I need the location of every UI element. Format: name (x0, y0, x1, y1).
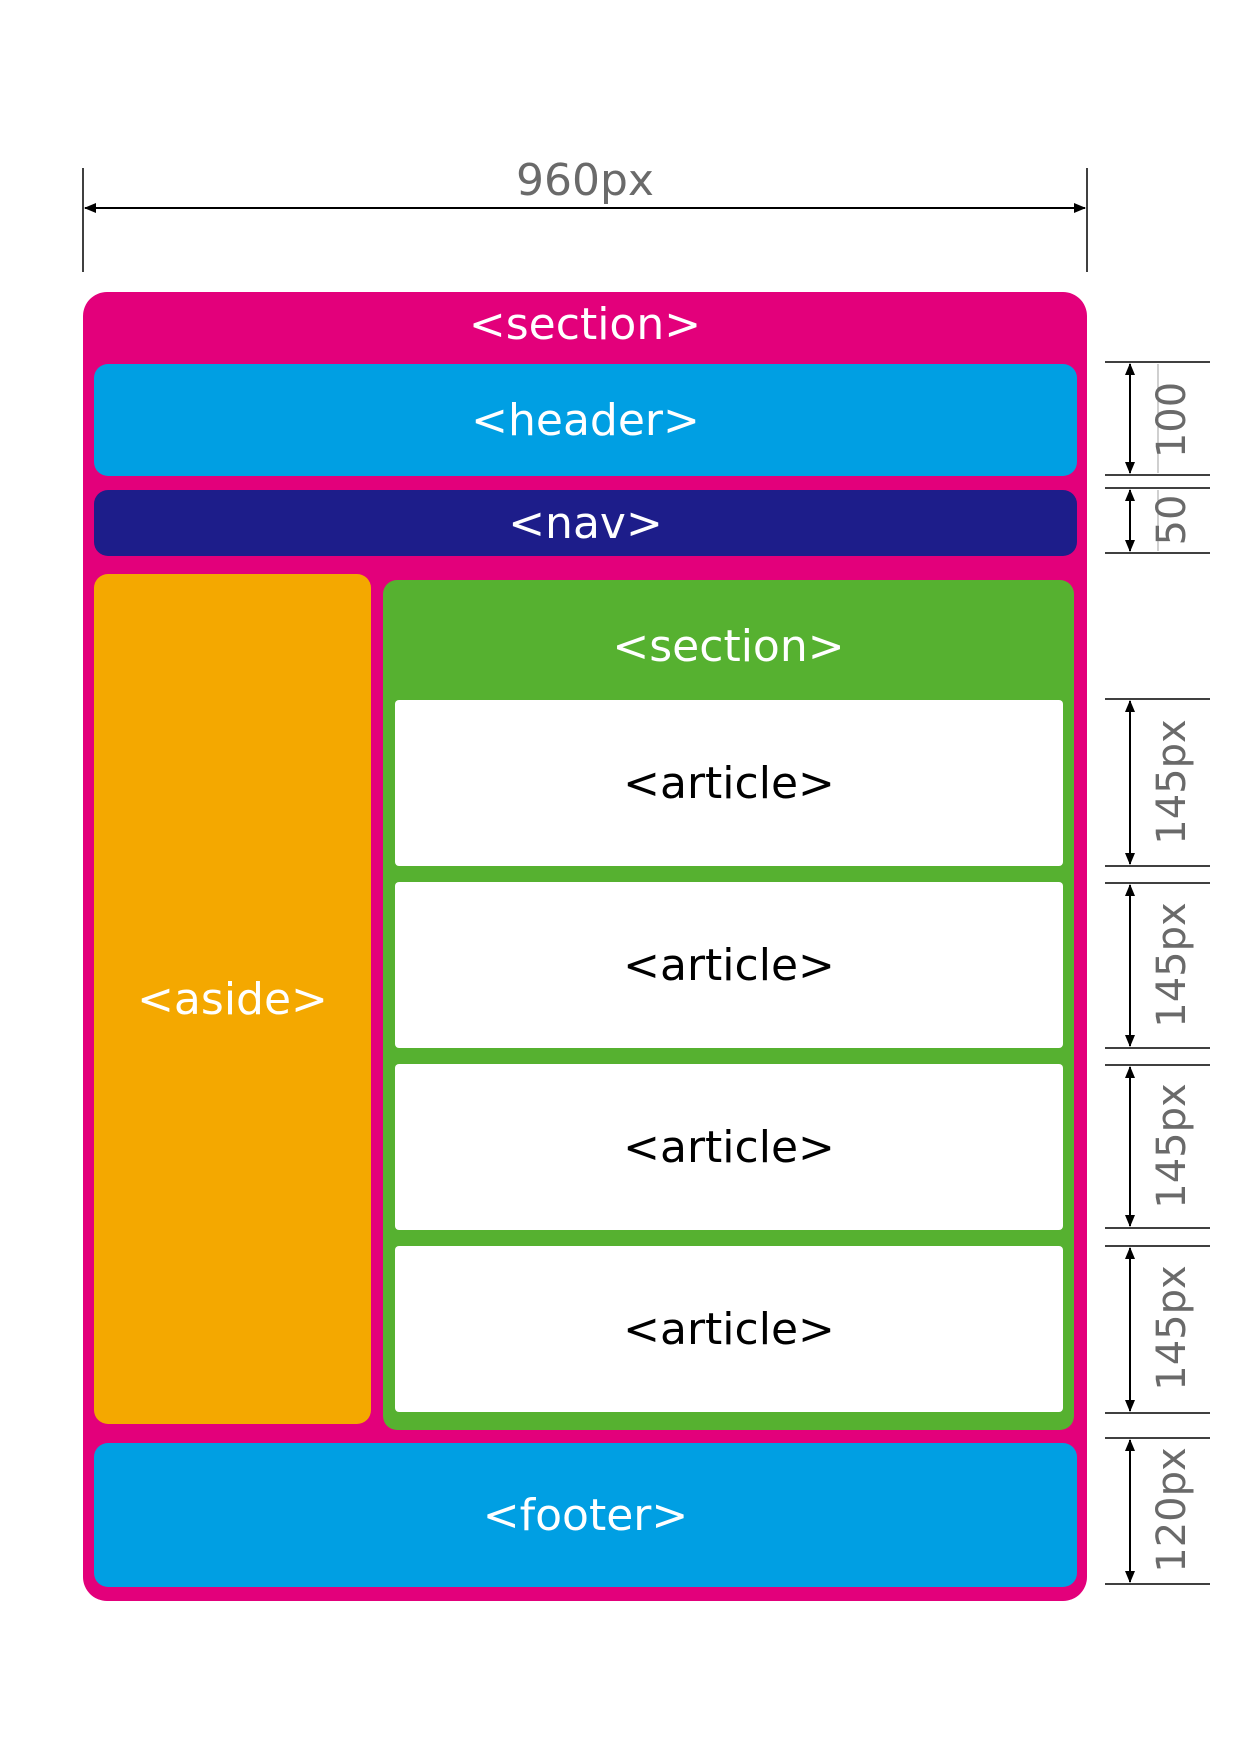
article-box: <article> (395, 882, 1063, 1048)
article-box: <article> (395, 1064, 1063, 1230)
header-height-label: 100 (1149, 381, 1195, 459)
nav-height-label: 50 (1149, 494, 1195, 546)
nav-box: <nav> (94, 490, 1077, 556)
width-dimension-label: 960px (516, 154, 654, 206)
article-height-label: 145px (1149, 1083, 1195, 1209)
article-height-label: 145px (1149, 1265, 1195, 1391)
height-dimension-arrows (1105, 361, 1210, 1585)
article-height-label: 145px (1149, 902, 1195, 1028)
footer-box: <footer> (94, 1443, 1077, 1587)
article-height-label: 145px (1149, 719, 1195, 845)
article-box: <article> (395, 1246, 1063, 1412)
inner-section-label: <section> (612, 620, 845, 672)
article-box: <article> (395, 700, 1063, 866)
width-dimension-arrow (82, 168, 1088, 272)
header-box: <header> (94, 364, 1077, 476)
aside-box: <aside> (94, 574, 371, 1424)
footer-height-label: 120px (1149, 1447, 1195, 1573)
outer-section-label: <section> (468, 298, 702, 350)
